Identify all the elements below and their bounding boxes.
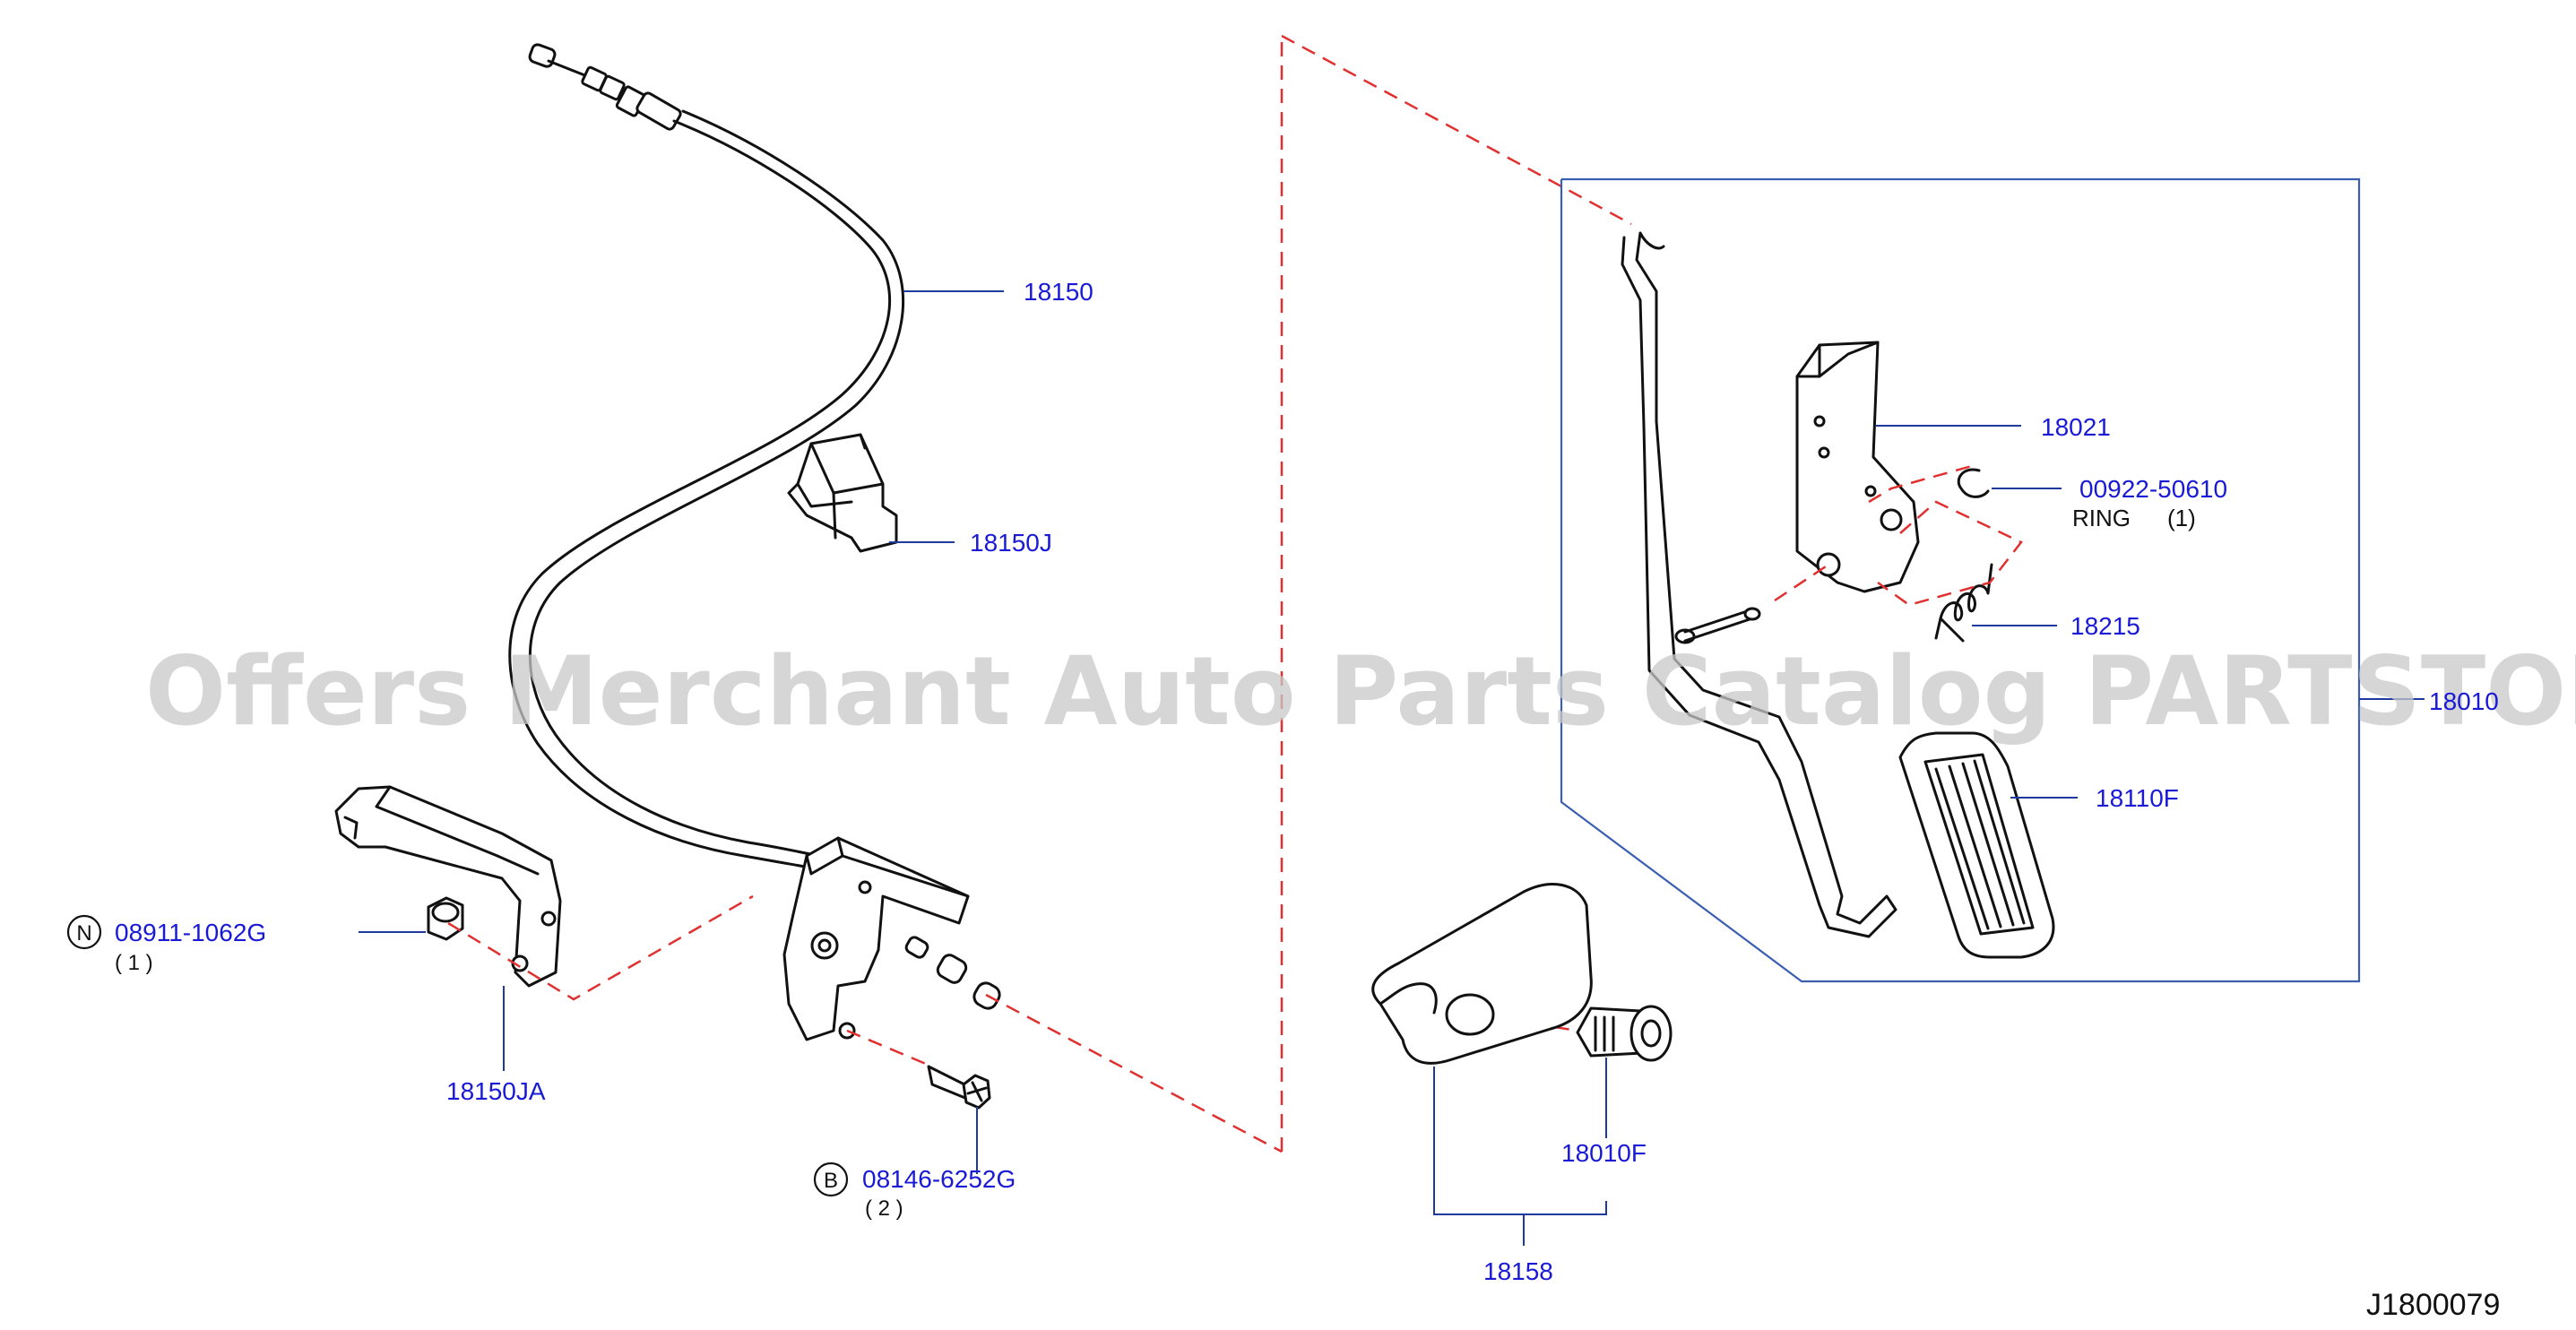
part-label-18158: 18158 [1483,1257,1553,1285]
return-spring [1934,563,1993,643]
pedal-bracket [1795,341,1920,593]
part-label-18150J: 18150J [970,529,1052,557]
accelerator-cable [508,43,905,873]
part-label-08911-1062G: 08911-1062G [115,919,266,946]
part-label-18150: 18150 [1024,278,1094,306]
assembly-18010-outline [1560,177,2361,983]
pedal-stopper-pad [1371,883,1593,1065]
leader-lines-left [359,290,1004,1174]
part-label-18010F: 18010F [1561,1139,1647,1167]
assembly-lines-left [447,34,1632,1153]
part-label-18110F: 18110F [2096,784,2179,812]
qty-08911-1062G: ( 1 ) [115,951,153,975]
stopper-bolt [1576,1005,1673,1062]
pedal-pad [1898,731,2055,959]
part-label-18021: 18021 [2041,413,2111,441]
pedal-lever [1621,231,1897,938]
prefix-n: N [76,921,91,946]
cable-bracket [334,785,562,988]
nut [427,896,464,941]
leader-lines-right [1433,425,2425,1246]
grommet-set [904,936,1001,1010]
part-label-18150JA: 18150JA [446,1077,546,1105]
cable-holder-bracket [782,836,970,1041]
bolt [927,1065,991,1110]
cable-clip [787,433,898,553]
part-label-18215: 18215 [2070,612,2140,640]
part-label-18010: 18010 [2429,687,2499,715]
part-label-00922-50610: 00922-50610 [2079,475,2227,503]
qty-00922-50610: (1) [2167,505,2196,531]
prefix-circle-b: B [813,1162,849,1197]
part-name-ring: RING [2072,505,2131,531]
diagram-code: J1800079 [2366,1288,2500,1322]
prefix-b: B [824,1169,838,1193]
prefix-circle-n: N [66,914,102,950]
e-ring [1957,468,1990,498]
qty-08146-6252G: ( 2 ) [865,1196,903,1221]
part-label-08146-6252G: 08146-6252G [862,1165,1016,1193]
watermark: Offers Merchant Auto Parts Catalog PARTS… [145,636,2576,747]
